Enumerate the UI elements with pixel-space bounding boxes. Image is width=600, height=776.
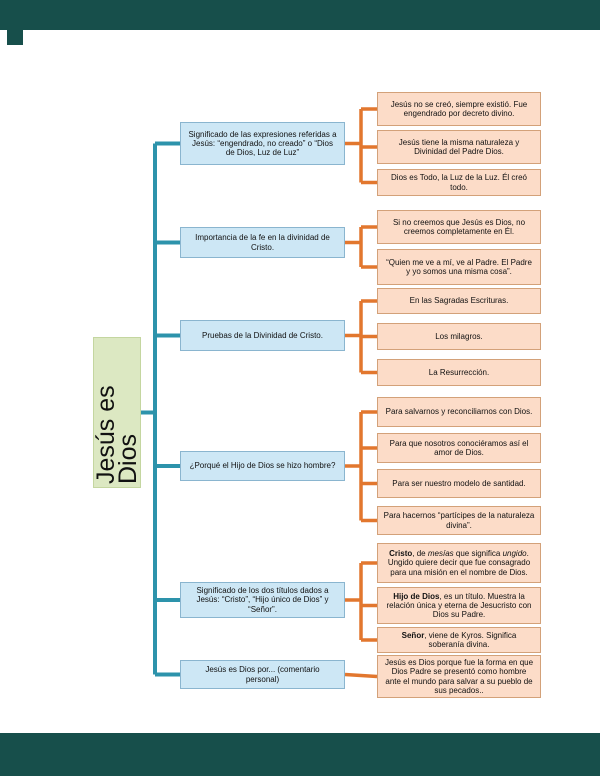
detail-node-2-2: “Quien me ve a mí, ve al Padre. El Padre… bbox=[377, 249, 541, 285]
detail-node-5-2: Hijo de Dios, es un título. Muestra la r… bbox=[377, 587, 541, 624]
trunk-connector bbox=[140, 141, 180, 677]
detail-node-1-1: Jesús no se creó, siempre existió. Fue e… bbox=[377, 92, 541, 126]
page-bottom-border bbox=[0, 733, 600, 776]
detail-node-5-1: Cristo, de mesías que significa ungido. … bbox=[377, 543, 541, 583]
branch-connector-4 bbox=[345, 410, 377, 523]
topic-node-pruebas-divinidad: Pruebas de la Divinidad de Cristo. bbox=[180, 320, 345, 351]
topic-node-significado-expresiones: Significado de las expresiones referidas… bbox=[180, 122, 345, 165]
branch-connector-1 bbox=[345, 107, 377, 185]
detail-node-3-3: La Resurrección. bbox=[377, 359, 541, 386]
branch-connector-3 bbox=[345, 299, 377, 375]
detail-node-4-2: Para que nosotros conociéramos así el am… bbox=[377, 433, 541, 463]
topic-node-importancia-fe: Importancia de la fe en la divinidad de … bbox=[180, 227, 345, 258]
detail-node-3-1: En las Sagradas Escrituras. bbox=[377, 288, 541, 314]
topic-node-hijo-de-dios-hombre: ¿Porqué el Hijo de Dios se hizo hombre? bbox=[180, 451, 345, 481]
root-node-label: Jesús es Dios bbox=[93, 385, 141, 484]
root-node: Jesús es Dios bbox=[93, 337, 141, 488]
detail-node-4-1: Para salvarnos y reconciliarnos con Dios… bbox=[377, 397, 541, 427]
detail-node-1-2: Jesús tiene la misma naturaleza y Divini… bbox=[377, 130, 541, 164]
topic-node-significado-titulos: Significado de los dos títulos dados a J… bbox=[180, 582, 345, 618]
detail-node-6-1: Jesús es Dios porque fue la forma en que… bbox=[377, 655, 541, 698]
detail-node-1-3: Dios es Todo, la Luz de la Luz. Él creó … bbox=[377, 169, 541, 196]
detail-node-5-3: Señor, viene de Kyros. Significa soberan… bbox=[377, 627, 541, 653]
detail-node-2-1: Si no creemos que Jesús es Dios, no cree… bbox=[377, 210, 541, 244]
detail-node-4-4: Para hacernos “partícipes de la naturale… bbox=[377, 506, 541, 535]
branch-connector-2 bbox=[345, 225, 377, 269]
detail-node-4-3: Para ser nuestro modelo de santidad. bbox=[377, 469, 541, 498]
page-top-border bbox=[0, 0, 600, 30]
branch-connector-6 bbox=[344, 672, 378, 679]
detail-node-3-2: Los milagros. bbox=[377, 323, 541, 350]
topic-node-comentario-personal: Jesús es Dios por... (comentario persona… bbox=[180, 660, 345, 689]
page-corner-mark bbox=[7, 30, 23, 45]
branch-connector-5 bbox=[345, 561, 377, 642]
